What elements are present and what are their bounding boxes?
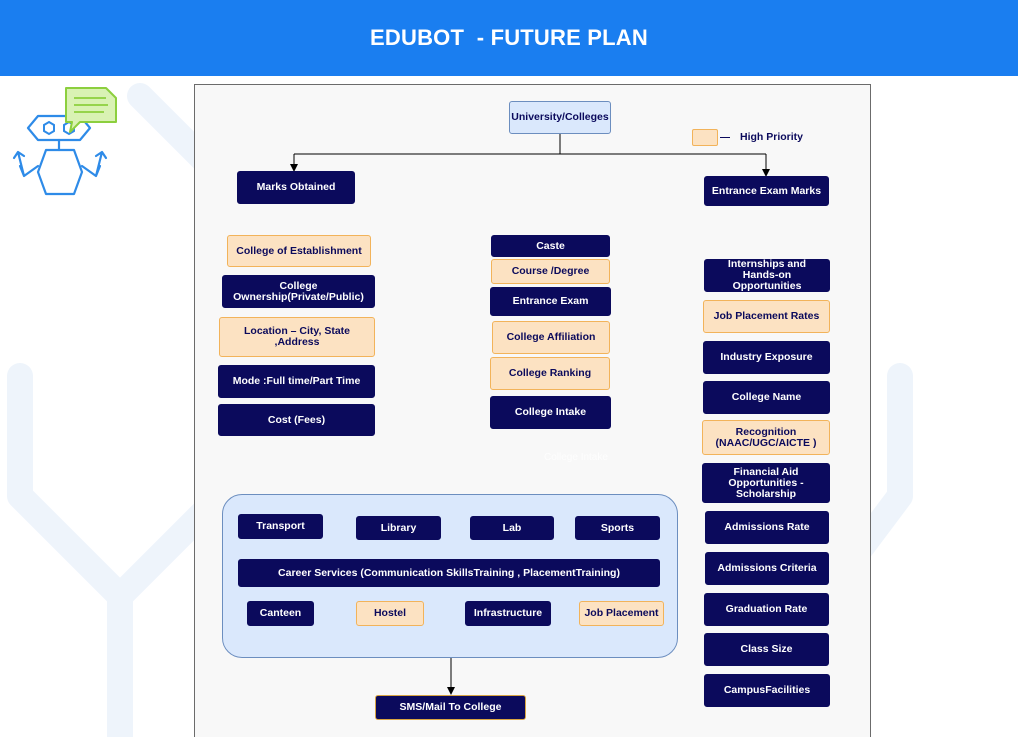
right-item-2: Job Placement Rates (703, 300, 830, 333)
facility-sports: Sports (575, 516, 660, 540)
facility-transport: Transport (238, 514, 323, 539)
sms-mail-node: SMS/Mail To College (375, 695, 526, 720)
facility-canteen: Canteen (247, 601, 314, 626)
right-item-6: Financial Aid Opportunities - Scholarshi… (702, 463, 830, 503)
facility-lab: Lab (470, 516, 554, 540)
career-services-node: Career Services (Communication SkillsTra… (238, 559, 660, 587)
root-node: University/Colleges (509, 101, 611, 134)
legend-label: High Priority (740, 131, 804, 143)
middle-item-3: Entrance Exam (490, 287, 611, 316)
right-item-1: Internships and Hands-on Opportunities (704, 259, 830, 292)
legend-swatch (692, 129, 718, 146)
facility-hostel: Hostel (356, 601, 424, 626)
right-item-4: College Name (703, 381, 830, 414)
left-item-4: Mode :Full time/Part Time (218, 365, 375, 398)
middle-item-2: Course /Degree (491, 259, 610, 284)
right-item-7: Admissions Rate (705, 511, 829, 544)
legend-dash (720, 137, 730, 138)
facility-library: Library (356, 516, 441, 540)
marks-obtained-node: Marks Obtained (237, 171, 355, 204)
left-item-1: College of Establishment (227, 235, 371, 267)
entrance-exam-marks-node: Entrance Exam Marks (704, 176, 829, 206)
right-item-5: Recognition (NAAC/UGC/AICTE ) (702, 420, 830, 455)
middle-item-6: College Intake (490, 396, 611, 429)
middle-item-4: College Affiliation (492, 321, 610, 354)
header-bar: EDUBOT - FUTURE PLAN (0, 0, 1018, 76)
middle-item-5: College Ranking (490, 357, 610, 390)
right-item-3: Industry Exposure (703, 341, 830, 374)
right-item-8: Admissions Criteria (705, 552, 829, 585)
page-title: EDUBOT - FUTURE PLAN (370, 25, 648, 50)
facility-infrastructure: Infrastructure (465, 601, 551, 626)
middle-item-1: Caste (491, 235, 610, 257)
right-item-9: Graduation Rate (704, 593, 829, 626)
ghost-label: College Intake (544, 452, 608, 463)
robot-chat-icon (12, 87, 117, 196)
left-item-5: Cost (Fees) (218, 404, 375, 436)
facility-job-placement: Job Placement (579, 601, 664, 626)
left-item-3: Location – City, State ,Address (219, 317, 375, 357)
right-item-10: Class Size (704, 633, 829, 666)
left-item-2: College Ownership(Private/Public) (222, 275, 375, 308)
right-item-11: CampusFacilities (704, 674, 830, 707)
